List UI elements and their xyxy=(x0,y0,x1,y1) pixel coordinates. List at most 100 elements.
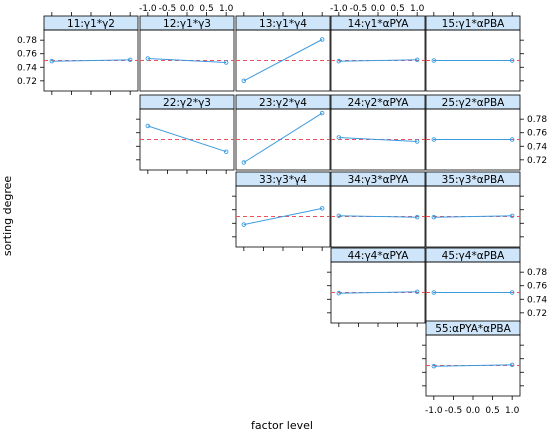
x-tick-label: 1.0 xyxy=(505,406,520,416)
y-tick-label: 0.76 xyxy=(527,282,547,292)
y-tick-label: 0.78 xyxy=(17,36,37,46)
x-tick-label: -1.0 xyxy=(425,406,443,416)
x-tick-label: -1.0 xyxy=(139,4,157,14)
y-axis xyxy=(327,271,331,314)
x-tick-label: -0.5 xyxy=(350,4,368,14)
x-tick-label: 0.0 xyxy=(180,4,195,14)
data-point xyxy=(127,57,133,63)
x-axis-ticks xyxy=(51,91,131,95)
data-point xyxy=(223,60,229,65)
series-line xyxy=(243,207,323,226)
panel-12: 35:γ3*αPBA xyxy=(425,171,521,248)
x-axis-ticks xyxy=(51,12,131,16)
panel-title: 33:γ3*γ4 xyxy=(259,174,307,186)
x-tick-label: 0.0 xyxy=(371,4,386,14)
data-point xyxy=(414,139,420,144)
data-point xyxy=(509,290,515,295)
series-line xyxy=(338,137,418,142)
series-line xyxy=(147,58,227,63)
y-axis xyxy=(422,344,426,387)
x-axis-ticks xyxy=(433,12,513,16)
x-tick-label: -0.5 xyxy=(159,4,177,14)
panel-8: 24:γ2*αPYA xyxy=(330,94,426,171)
data-point xyxy=(336,290,342,296)
x-tick-label: 0.5 xyxy=(390,4,404,14)
x-tick-label: 0.5 xyxy=(485,406,499,416)
data-point xyxy=(414,214,420,220)
y-axis: 0.72 0.74 0.76 0.78 xyxy=(17,36,44,87)
panel-title: 35:γ3*αPBA xyxy=(442,174,505,186)
series-line xyxy=(51,59,131,62)
y-tick-label: 0.76 xyxy=(527,129,547,139)
series-line xyxy=(338,215,418,218)
series-line xyxy=(243,112,323,163)
data-point xyxy=(336,135,342,140)
y-tick-label: 0.72 xyxy=(527,309,547,319)
data-point xyxy=(319,206,325,211)
panel-title: 22:γ2*γ3 xyxy=(163,97,211,109)
panel-title: 14:γ1*αPYA xyxy=(348,18,410,30)
panel-7: 23:γ2*γ4 xyxy=(235,94,331,171)
panel-title: 12:γ1*γ3 xyxy=(163,18,211,30)
panel-title: 25:γ2*αPBA xyxy=(442,97,505,109)
panel-title: 23:γ2*γ4 xyxy=(259,97,307,109)
y-axis xyxy=(520,344,524,387)
data-point xyxy=(414,289,420,295)
y-tick-label: 0.78 xyxy=(527,115,547,125)
y-axis xyxy=(520,39,524,82)
data-point xyxy=(145,123,151,129)
panel-4: 14:γ1*αPYA xyxy=(330,15,426,92)
data-point xyxy=(509,213,515,219)
series-line xyxy=(147,125,227,153)
data-point xyxy=(431,137,437,142)
panel-10: 33:γ3*γ4 xyxy=(235,171,331,248)
panel-6: 22:γ2*γ3 xyxy=(139,94,235,171)
x-axis-ticks xyxy=(243,12,323,16)
y-axis-title: sorting degree xyxy=(1,176,14,257)
y-tick-label: 0.74 xyxy=(527,142,547,152)
x-tick-label: -1.0 xyxy=(330,4,348,14)
data-point xyxy=(414,57,420,63)
panel-title: 13:γ1*γ4 xyxy=(259,18,307,30)
series-line xyxy=(338,59,418,62)
panel-9: 25:γ2*αPBA xyxy=(425,94,521,171)
panel-3: 13:γ1*γ4 xyxy=(235,15,331,92)
data-point xyxy=(241,222,247,227)
panels: 11:γ1*γ2 12:γ1*γ3 13:γ1*γ4 14:γ1*αPYA 15:γ1*… xyxy=(43,15,521,397)
x-tick-label: 1.0 xyxy=(410,4,425,14)
data-point xyxy=(431,363,437,369)
data-point xyxy=(241,160,247,165)
panel-title: 11:γ1*γ2 xyxy=(67,18,115,30)
data-point xyxy=(241,78,247,84)
series-line xyxy=(433,364,513,367)
y-axis xyxy=(520,195,524,238)
panel-15: 55:αPYA*αPBA xyxy=(425,320,521,397)
panel-title: 44:γ4*αPYA xyxy=(348,250,410,262)
panel-title: 15:γ1*αPBA xyxy=(442,18,505,30)
y-axis: 0.720.740.760.78 xyxy=(520,268,547,319)
y-tick-label: 0.76 xyxy=(17,50,37,60)
y-axis: 0.720.740.760.78 xyxy=(520,115,547,166)
x-tick-label: -0.5 xyxy=(445,406,463,416)
panel-1: 11:γ1*γ2 xyxy=(43,15,139,92)
x-axis-title: factor level xyxy=(251,419,313,432)
y-tick-label: 0.74 xyxy=(17,63,37,73)
x-tick-label: 0.5 xyxy=(199,4,213,14)
panel-title: 24:γ2*αPYA xyxy=(348,97,410,109)
data-point xyxy=(319,37,325,42)
panel-14: 45:γ4*αPBA xyxy=(425,247,521,324)
series-line xyxy=(433,215,513,218)
x-axis-ticks xyxy=(147,170,227,174)
data-point xyxy=(509,362,515,368)
data-point xyxy=(145,56,151,61)
data-point xyxy=(509,137,515,142)
series-line xyxy=(243,39,323,82)
series-line xyxy=(338,291,418,294)
y-tick-label: 0.72 xyxy=(17,77,37,87)
data-point xyxy=(319,110,325,116)
